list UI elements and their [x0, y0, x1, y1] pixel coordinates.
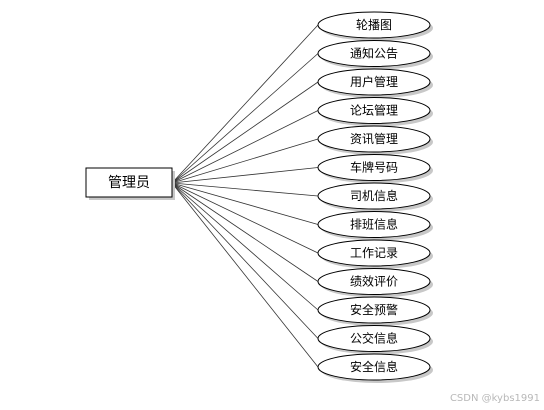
connector-line: [171, 182, 319, 311]
connector-line: [171, 110, 319, 184]
child-node-label: 轮播图: [356, 18, 392, 32]
watermark: CSDN @kybs1991: [449, 393, 540, 404]
child-node-ellipse: [317, 211, 431, 238]
child-node-ellipse: [317, 154, 431, 181]
connector-line: [171, 167, 319, 184]
child-node: 安全预警: [317, 296, 433, 326]
child-node: 排班信息: [317, 211, 433, 241]
child-node-label: 绩效评价: [350, 274, 398, 289]
child-node-label: 公交信息: [350, 331, 398, 346]
child-node-ellipse: [317, 97, 431, 124]
connector-line: [171, 138, 319, 184]
child-node-label: 安全预警: [350, 302, 398, 317]
child-node-ellipse: [317, 40, 431, 67]
child-node-ellipse: [317, 268, 431, 295]
root-node-label: 管理员: [108, 175, 150, 191]
child-node: 轮播图: [317, 11, 433, 41]
child-node-ellipse: [317, 353, 431, 381]
child-node: 公交信息: [317, 325, 433, 355]
connector-line: [171, 81, 319, 184]
child-node: 论坛管理: [317, 97, 433, 127]
child-node-ellipse: [317, 296, 431, 324]
child-node: 车牌号码: [317, 154, 433, 184]
child-node: 用户管理: [317, 68, 433, 98]
child-node-label: 资讯管理: [350, 131, 398, 146]
child-node-label: 司机信息: [350, 188, 398, 203]
connector-line: [171, 53, 319, 184]
child-node-ellipse: [317, 239, 431, 267]
child-node-label: 工作记录: [350, 246, 398, 260]
child-node-label: 排班信息: [350, 217, 398, 232]
connector-lines: [171, 24, 319, 368]
child-node-ellipse: [317, 11, 431, 39]
child-node: 工作记录: [317, 239, 433, 269]
child-node-label: 论坛管理: [350, 103, 398, 118]
connector-line: [171, 182, 319, 197]
root-node-box: [85, 167, 173, 198]
child-node: 资讯管理: [317, 125, 433, 155]
child-node: 安全信息: [317, 353, 433, 383]
connector-line: [171, 24, 319, 184]
child-node-label: 车牌号码: [350, 160, 398, 175]
child-nodes: 轮播图通知公告用户管理论坛管理资讯管理车牌号码司机信息排班信息工作记录绩效评价安…: [317, 11, 433, 383]
connector-line: [171, 182, 319, 339]
connector-line: [171, 182, 319, 368]
child-node-ellipse: [317, 325, 431, 352]
child-node-ellipse: [317, 68, 431, 96]
connector-line: [171, 182, 319, 254]
child-node-label: 安全信息: [350, 359, 398, 374]
child-node: 绩效评价: [317, 268, 433, 298]
child-node-ellipse: [317, 182, 431, 210]
child-node-label: 用户管理: [350, 74, 398, 89]
child-node-ellipse: [317, 125, 431, 153]
connector-line: [171, 182, 319, 282]
child-node-label: 通知公告: [350, 47, 398, 61]
root-node: 管理员: [85, 167, 175, 200]
child-node: 通知公告: [317, 40, 433, 70]
connector-line: [171, 182, 319, 225]
child-node: 司机信息: [317, 182, 433, 212]
